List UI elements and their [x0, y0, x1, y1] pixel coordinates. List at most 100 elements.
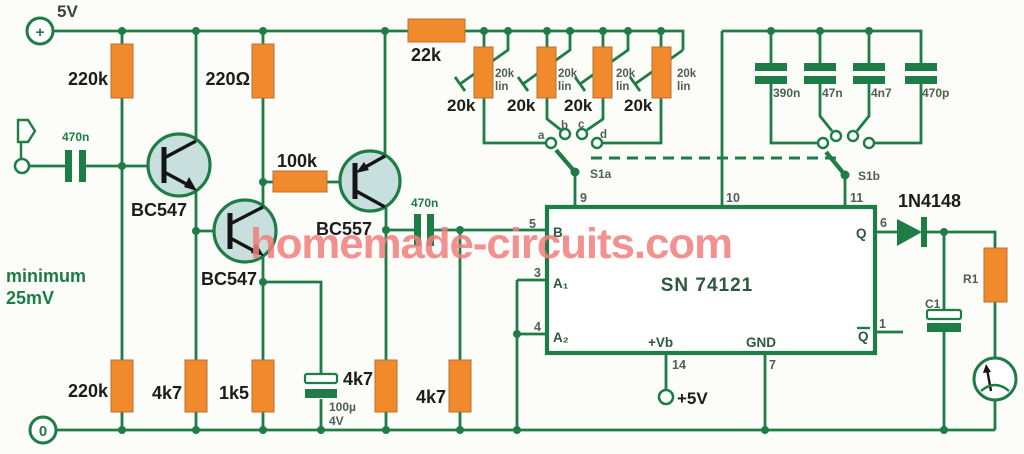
cap-100u-plus-plate — [303, 372, 339, 385]
q1-label: BC547 — [131, 200, 187, 220]
pin5-number: 5 — [529, 217, 536, 231]
pot1-small-lin: lin — [495, 81, 508, 93]
pot1-small-val: 20k — [495, 68, 515, 80]
cap-470n-input — [65, 150, 72, 182]
pot1-label: 20k — [447, 96, 476, 115]
pot-wiper-bars — [453, 76, 642, 92]
pin4-number: 4 — [534, 320, 541, 334]
c100u-label: 100µ — [329, 400, 356, 414]
s1b-contact-2 — [829, 129, 843, 143]
s1a-contact-c-label: c — [578, 119, 585, 131]
q3-collector-line — [355, 189, 386, 209]
resistor-r1 — [983, 247, 1008, 303]
pot3-small-val: 20k — [616, 68, 636, 80]
diode-1n4148 — [897, 217, 927, 247]
c470n-mid-label: 470n — [411, 196, 438, 210]
s1a-contact-b-label: b — [561, 120, 568, 132]
q1-collector-line — [165, 139, 197, 159]
diode-out-wire — [927, 230, 997, 248]
pot2-small-lin: lin — [558, 81, 571, 93]
component-labels: 5V 220k 220Ω 22k 100k 470n BC547 BC547 B… — [6, 2, 979, 428]
r22k-label: 22k — [411, 45, 442, 65]
ic-pin-b-label: B — [553, 225, 563, 240]
pot3-label: 20k — [564, 96, 593, 115]
pot-wiper-takeoffs — [459, 31, 684, 86]
q3-emitter-arrow — [356, 162, 369, 173]
switch-s1a: a b c d S1a — [538, 119, 612, 181]
s1b-contact-1 — [816, 136, 830, 150]
transistor-q3-bc557 — [338, 149, 402, 213]
ic-sn74121: SN 74121 B A₁ A₂ Q Q +Vb GND — [544, 204, 878, 356]
c390n-label: 390n — [773, 86, 800, 100]
pin11-number: 11 — [850, 191, 863, 205]
pin3-number: 3 — [534, 266, 541, 280]
r220k-top-label: 220k — [68, 69, 109, 89]
supply-plus-sign: + — [36, 24, 45, 41]
transistor-q1-bc547 — [146, 132, 212, 198]
s1a-contact-b — [558, 127, 572, 141]
q1-body — [146, 132, 212, 198]
pin10-number: 10 — [726, 191, 740, 205]
c47n-label: 47n — [822, 86, 843, 100]
resistor-220ohm — [251, 43, 275, 99]
s1b-label: S1b — [858, 169, 880, 183]
s1a-contact-d — [590, 136, 604, 150]
diode-triangle — [897, 219, 922, 246]
pot-bottom-leads — [482, 98, 663, 145]
pot2-label: 20k — [507, 96, 536, 115]
input-flag-icon — [16, 118, 37, 159]
pot4-small-lin: lin — [677, 81, 690, 93]
q2-emitter-arrow — [251, 243, 264, 256]
r4k7-c-label: 4k7 — [416, 387, 446, 407]
s1a-contact-d-label: d — [600, 129, 607, 141]
resistor-220k-bottom — [110, 359, 134, 413]
ic-pin-a1-label: A₁ — [553, 276, 569, 291]
pot-20k-1 — [473, 46, 494, 99]
ic-pin-numbers: 5 3 4 9 10 11 6 1 14 7 — [529, 191, 887, 372]
cap-390n-2 — [755, 76, 787, 84]
s1a-contact-c — [575, 127, 589, 141]
meter-needle — [985, 368, 993, 392]
c1-label: C1 — [925, 297, 941, 311]
cap-4n7-2 — [853, 76, 885, 84]
resistor-100k — [272, 170, 328, 193]
s1b-contact-3 — [846, 129, 860, 143]
input-note-line1: minimum — [6, 266, 86, 286]
q3-body — [338, 149, 402, 213]
terminals: + 0 — [13, 16, 675, 445]
r1k5-label: 1k5 — [219, 383, 249, 403]
meter-needle-arrow — [983, 364, 991, 373]
watermark-text: homemade-circuits.com — [250, 220, 732, 268]
cap-470n-mid — [414, 214, 421, 246]
diode-label: 1N4148 — [898, 191, 961, 211]
cap-47n-2 — [804, 76, 836, 84]
supply-rail-wire — [53, 29, 685, 50]
ground-terminal — [28, 415, 58, 445]
r4k7-a-label: 4k7 — [152, 383, 182, 403]
junction-dots — [118, 27, 948, 434]
pot-top-leads — [482, 31, 663, 47]
r4k7-b-label: 4k7 — [343, 369, 373, 389]
supply-terminal — [25, 16, 55, 46]
r100k-label: 100k — [277, 151, 318, 171]
cap-c1-plus-plate — [925, 308, 963, 321]
q2-emitter-wire — [261, 254, 323, 430]
q2-emitter-line — [231, 237, 257, 254]
pin1-number: 1 — [879, 317, 886, 331]
resistor-4k7-c — [448, 359, 472, 413]
c4n7-label: 4n7 — [871, 86, 892, 100]
diode-cathode-bar — [921, 217, 927, 247]
cap-bottom-leads — [769, 84, 923, 145]
s1a-contact-a-label: a — [538, 130, 545, 142]
pin9-number: 9 — [580, 191, 587, 205]
plus5v-label: +5V — [677, 389, 708, 408]
caps-rail-wire — [722, 29, 923, 63]
s1a-contact-a — [544, 136, 558, 150]
pot2-small-val: 20k — [558, 68, 578, 80]
transistor-q2-bc547 — [212, 198, 278, 264]
q3-label: BC557 — [316, 219, 372, 239]
pot-20k-4 — [651, 46, 672, 99]
ground-zero-label: 0 — [39, 423, 47, 440]
input-note-line2: 25mV — [6, 288, 54, 308]
